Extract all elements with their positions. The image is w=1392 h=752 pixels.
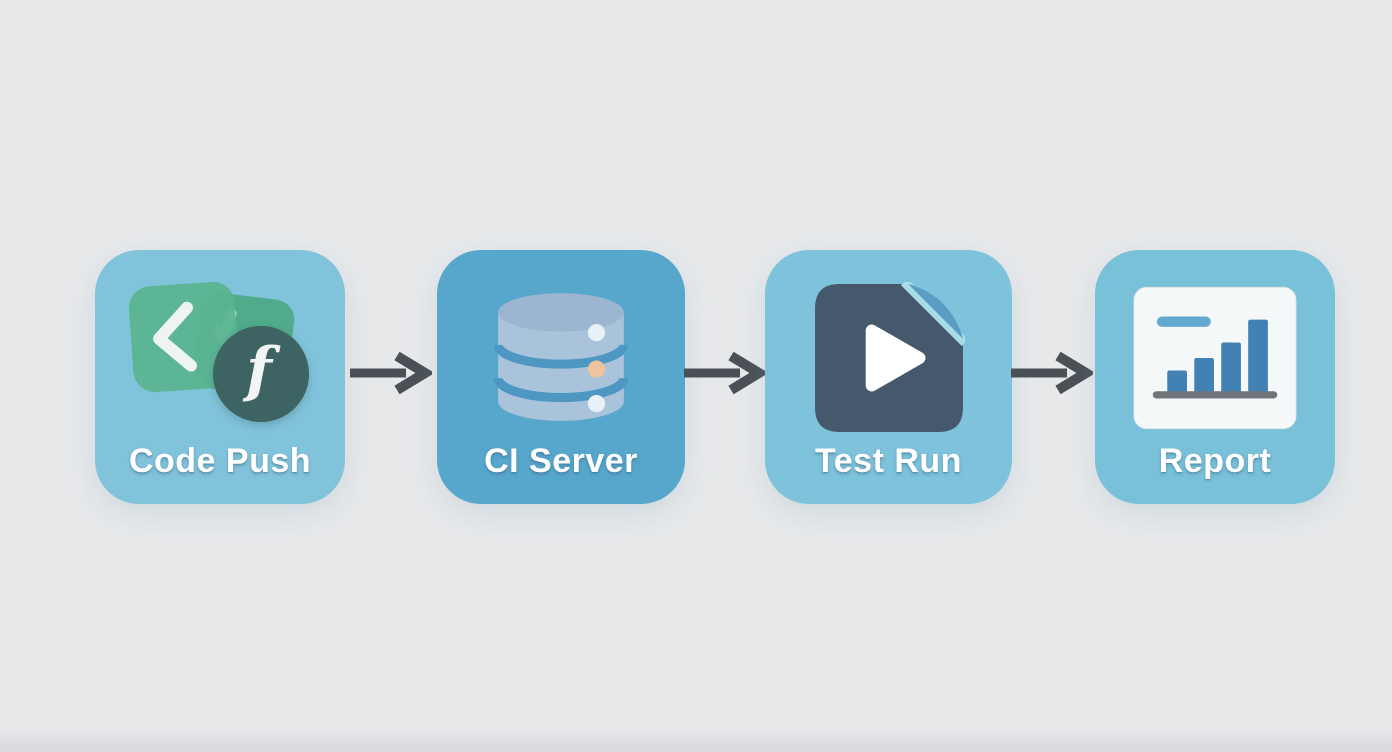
step-card-report: Report [1095, 250, 1335, 504]
chart-dash [1156, 316, 1211, 327]
db-dot-light [587, 324, 606, 342]
arrow-right-icon [350, 351, 432, 395]
play-triangle-icon [865, 324, 925, 392]
db-dot-light [587, 394, 606, 413]
chart-bar [1194, 358, 1214, 394]
bar-chart-icon [1095, 278, 1335, 438]
chart-bar [1221, 342, 1241, 394]
folded-corner [907, 284, 963, 339]
step-label: Report [1158, 442, 1272, 480]
code-commit-icon: f [95, 278, 345, 438]
flow-arrow-3 [1009, 351, 1093, 395]
code-square-front [127, 280, 241, 394]
chevron-left-icon [153, 301, 198, 372]
step-label: CI Server [484, 442, 638, 480]
step-label: Code Push [128, 442, 312, 480]
play-file-icon [765, 278, 1012, 438]
step-card-test-run: Test Run [765, 250, 1012, 504]
db-dot-orange [587, 360, 606, 378]
arrow-right-icon [684, 351, 766, 395]
step-card-code-push: f Code Push [95, 250, 345, 504]
step-card-ci-server: CI Server [437, 250, 685, 504]
step-label: Test Run [815, 442, 962, 480]
chart-bar [1248, 319, 1268, 394]
flow-arrow-2 [682, 351, 766, 395]
arrow-right-icon [1011, 351, 1093, 395]
fold-edge [900, 282, 965, 347]
chart-bar [1167, 370, 1187, 394]
flow-arrow-1 [348, 351, 432, 395]
chart-baseline [1152, 391, 1278, 399]
f-badge-icon: f [213, 326, 309, 422]
bottom-shadow-band [0, 730, 1392, 752]
database-icon [437, 278, 685, 438]
